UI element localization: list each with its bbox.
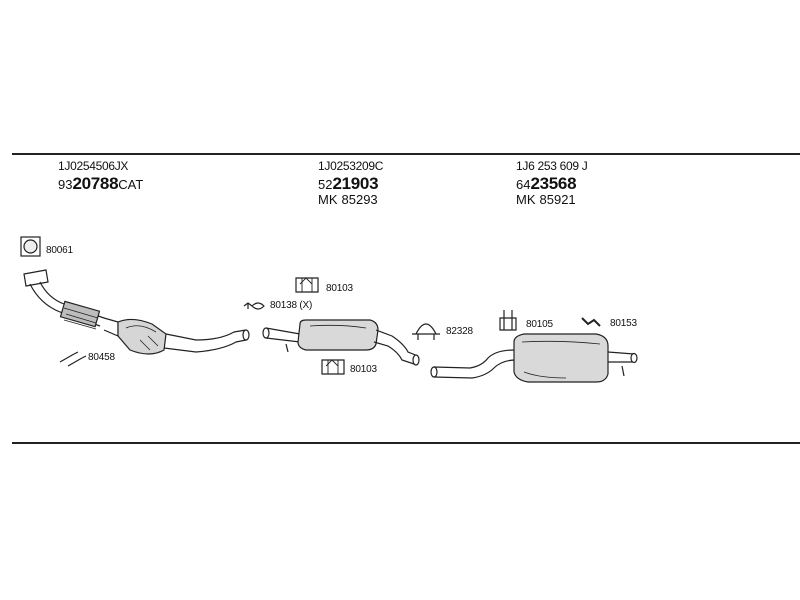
clamp-icon[interactable] [243, 302, 265, 310]
part-number: 5221903 [318, 173, 379, 193]
catalytic-converter-icon[interactable] [23, 269, 250, 355]
catalytic-converter-header: 1J0254506JX 9320788CAT [58, 159, 188, 193]
part-label-80061: 80061 [46, 245, 73, 256]
pipe-clamp-icon[interactable] [412, 323, 440, 340]
part-label-82328: 82328 [446, 326, 473, 337]
rear-silencer-icon[interactable] [430, 333, 638, 383]
part-label-80103-top: 80103 [326, 283, 353, 294]
part-label-80103-bottom: 80103 [350, 364, 377, 375]
part-label-80105: 80105 [526, 319, 553, 330]
part-number: 9320788CAT [58, 173, 144, 193]
part-label-80138: 80138 (X) [270, 300, 313, 311]
oe-number: 1J6 253 609 J [516, 159, 588, 173]
oe-number: 1J0253209C [318, 159, 384, 173]
oe-number: 1J0254506JX [58, 159, 129, 173]
part-label-80458: 80458 [88, 352, 115, 363]
middle-silencer-icon[interactable] [262, 319, 420, 366]
gasket-icon[interactable] [20, 236, 41, 257]
rubber-mount-icon[interactable] [499, 310, 517, 331]
rubber-mount-icon[interactable] [321, 359, 345, 375]
bottom-divider [12, 442, 800, 444]
part-number: 6423568 [516, 173, 577, 193]
top-divider [12, 153, 800, 155]
rubber-mount-icon[interactable] [295, 277, 319, 293]
part-label-80153: 80153 [610, 318, 637, 329]
bolts-icon[interactable] [59, 351, 87, 367]
hanger-icon[interactable] [581, 317, 601, 327]
